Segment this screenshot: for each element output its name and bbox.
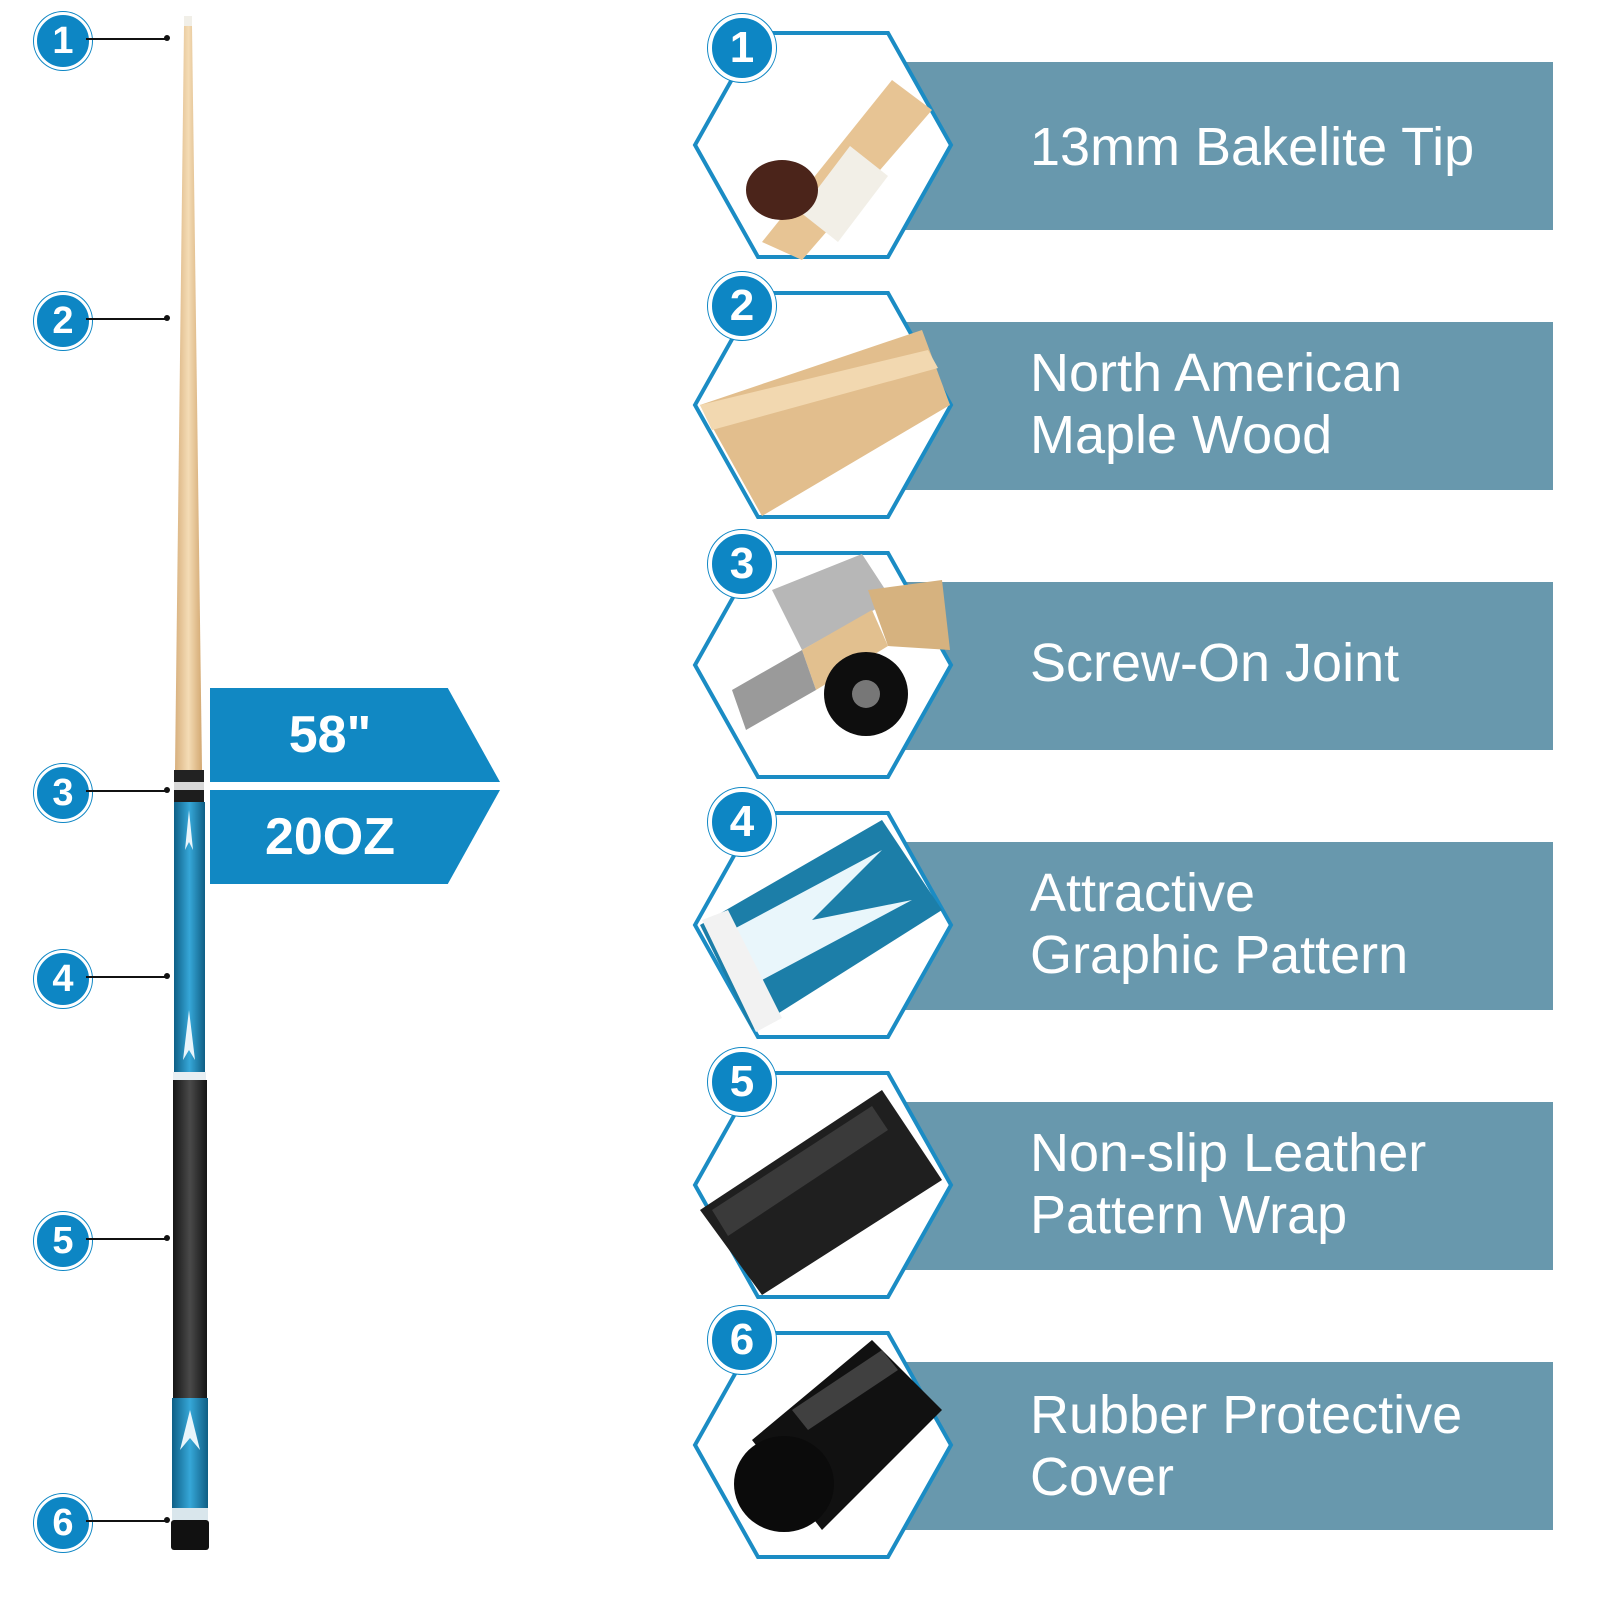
feature-number-6: 6: [708, 1306, 776, 1374]
feature-number-2: 2: [708, 272, 776, 340]
feature-label-line: Rubber Protective: [1030, 1385, 1463, 1445]
feature-label-line: Graphic Pattern: [1030, 925, 1409, 985]
cue-leader-line: [86, 38, 166, 40]
feature-band-1: [885, 62, 1553, 230]
feature-label-line: 13mm Bakelite Tip: [1030, 117, 1475, 177]
weight-flag: 20OZ: [210, 790, 500, 884]
cue-marker-6: 6: [34, 1494, 92, 1552]
cue-marker-5: 5: [34, 1212, 92, 1270]
cue-leader-line: [86, 976, 166, 978]
cue-leader-line: [86, 318, 166, 320]
pool-cue-illustration: [171, 16, 209, 1550]
cue-marker-3: 3: [34, 764, 92, 822]
feature-label-line: Screw-On Joint: [1030, 633, 1400, 693]
length-flag: 58": [210, 688, 500, 782]
feature-label-line: Non-slip Leather: [1030, 1123, 1427, 1183]
feature-label-line: North American: [1030, 343, 1403, 403]
feature-number-1: 1: [708, 14, 776, 82]
rubber-cover-image: [692, 1331, 954, 1559]
cue-leader-line: [86, 790, 166, 792]
cue-leader-line: [86, 1238, 166, 1240]
feature-label-3: Screw-On Joint: [1030, 632, 1550, 694]
screw-joint-image: [692, 551, 954, 779]
cue-point: [164, 1235, 170, 1241]
cue-point: [164, 35, 170, 41]
feature-band-2: [885, 322, 1553, 490]
feature-number-5: 5: [708, 1048, 776, 1116]
feature-label-6: Rubber Protective Cover: [1030, 1384, 1550, 1508]
feature-band-5: [885, 1102, 1553, 1270]
feature-label-2: North American Maple Wood: [1030, 342, 1550, 466]
feature-number-4: 4: [708, 788, 776, 856]
feature-band-4: [885, 842, 1553, 1010]
cue-marker-2: 2: [34, 292, 92, 350]
feature-label-line: Cover: [1030, 1447, 1175, 1507]
feature-label-4: Attractive Graphic Pattern: [1030, 862, 1550, 986]
feature-label-1: 13mm Bakelite Tip: [1030, 116, 1550, 178]
maple-wood-image: [692, 291, 954, 519]
feature-band-6: [885, 1362, 1553, 1530]
cue-tip-image: [692, 31, 954, 260]
cue-marker-1: 1: [34, 12, 92, 70]
cue-leader-line: [86, 1520, 166, 1522]
leather-wrap-image: [692, 1071, 954, 1299]
feature-number-3: 3: [708, 530, 776, 598]
cue-point: [164, 315, 170, 321]
feature-label-5: Non-slip Leather Pattern Wrap: [1030, 1122, 1550, 1246]
cue-point: [164, 787, 170, 793]
graphic-pattern-image: [692, 811, 954, 1039]
feature-band-3: [885, 582, 1553, 750]
feature-label-line: Pattern Wrap: [1030, 1185, 1348, 1245]
feature-label-line: Attractive: [1030, 863, 1256, 923]
feature-label-line: Maple Wood: [1030, 405, 1333, 465]
cue-point: [164, 1517, 170, 1523]
cue-point: [164, 973, 170, 979]
cue-marker-4: 4: [34, 950, 92, 1008]
